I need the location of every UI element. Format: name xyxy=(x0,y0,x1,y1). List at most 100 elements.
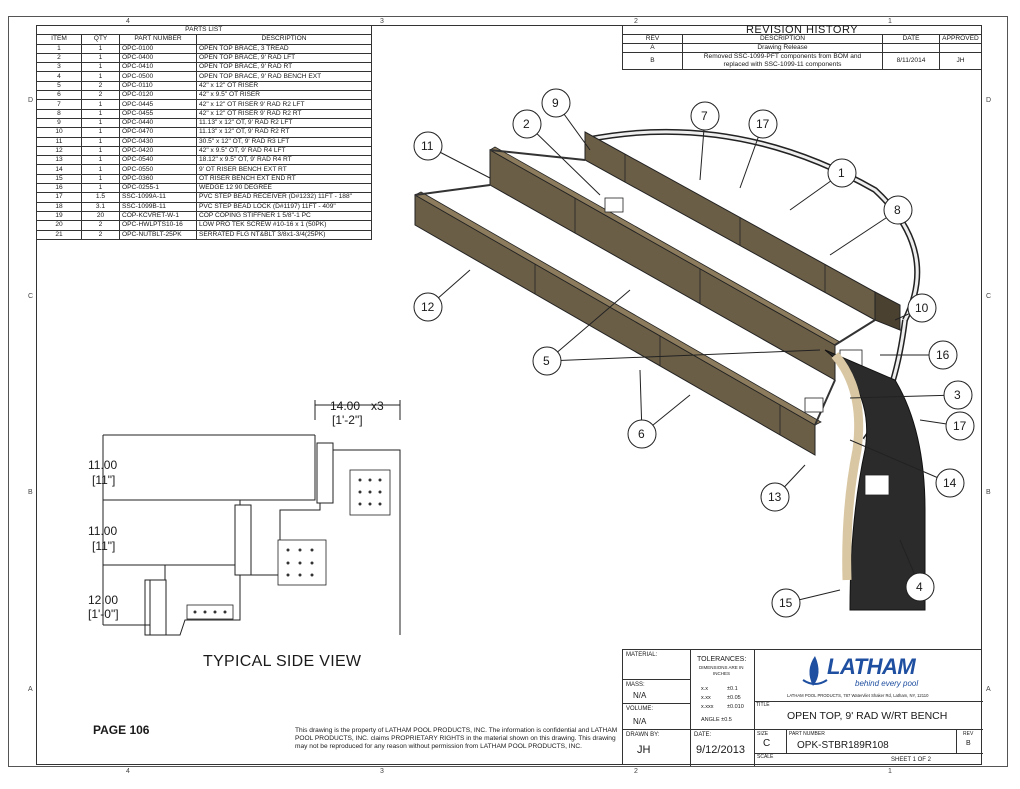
parts-qty: 1 xyxy=(81,155,120,166)
logo-wordmark: LATHAM xyxy=(827,654,916,679)
parts-item: 18 xyxy=(36,201,82,212)
parts-item: 6 xyxy=(36,90,82,101)
side-view-title: TYPICAL SIDE VIEW xyxy=(203,653,362,670)
zone-right-c: C xyxy=(986,293,992,300)
parts-part-number: OPC-0120 xyxy=(119,90,197,101)
rev-value: B xyxy=(966,740,971,747)
tol-1-val: ±0.1 xyxy=(727,686,738,692)
parts-item: 16 xyxy=(36,183,82,194)
zone-bottom-4: 4 xyxy=(126,768,130,775)
brace xyxy=(414,184,491,196)
parts-header-description: DESCRIPTION xyxy=(196,34,372,45)
revision-approved xyxy=(939,43,982,53)
parts-qty: 2 xyxy=(81,90,120,101)
parts-item: 10 xyxy=(36,127,82,138)
brace-bracket xyxy=(604,197,624,213)
tolerances-title: TOLERANCES: xyxy=(697,656,747,663)
parts-item: 17 xyxy=(36,192,82,203)
balloon-label: 2 xyxy=(523,117,530,131)
zone-top-3: 3 xyxy=(380,18,384,25)
parts-description: LOW PRO TEK SCREW #10-16 x 1 (50PK) xyxy=(196,220,372,231)
sheet-value: SHEET 1 OF 2 xyxy=(891,757,931,763)
parts-description: 11.13" x 12" OT, 9' RAD R2 LFT xyxy=(196,117,372,129)
balloon-label: 6 xyxy=(638,427,645,441)
parts-item: 11 xyxy=(36,136,82,147)
parts-part-number: OPC-0255-1 xyxy=(119,183,197,194)
zone-left-a: A xyxy=(28,686,33,693)
parts-list-title: PARTS LIST xyxy=(36,24,372,36)
parts-part-number: OPC-0360 xyxy=(119,173,197,185)
brace-profile-top xyxy=(316,442,334,504)
balloon-label: 4 xyxy=(916,580,923,594)
parts-description: PVC STEP BEAD LOCK (D#1197) 11FT - 409" xyxy=(196,201,372,212)
tol-2-val: ±0.05 xyxy=(727,695,741,701)
parts-item: 8 xyxy=(36,108,82,119)
zone-bottom-3: 3 xyxy=(380,768,384,775)
parts-description: 11.13" x 12" OT, 9' RAD R2 RT xyxy=(196,127,372,138)
parts-header-qty: QTY xyxy=(81,34,120,45)
drawn-by-cell: DRAWN BY: JH xyxy=(623,730,691,766)
revision-rev: B xyxy=(622,52,683,70)
scale-label: SCALE xyxy=(757,754,774,760)
parts-qty: 1 xyxy=(81,136,120,147)
dim-top-value: 14.00 xyxy=(330,399,361,413)
balloon-label: 11 xyxy=(421,139,434,153)
volume-label: VOLUME: xyxy=(626,706,654,712)
zone-left-d: D xyxy=(28,97,34,104)
parts-description: WEDGE 12 90 DEGREE xyxy=(196,183,372,194)
revision-rev: A xyxy=(622,43,683,53)
size-label: SIZE xyxy=(757,731,769,737)
parts-part-number: OPC-0445 xyxy=(119,99,197,110)
parts-description: SERRATED FLG NT&BLT 3/8x1-3/4(25PK) xyxy=(196,229,372,240)
parts-qty: 1 xyxy=(81,183,120,194)
parts-qty: 1 xyxy=(81,43,120,54)
title-label: TITLE xyxy=(756,702,770,708)
parts-header-part-number: PART NUMBER xyxy=(119,34,197,45)
parts-item: 13 xyxy=(36,155,82,166)
size-value: C xyxy=(763,738,771,749)
parts-item: 14 xyxy=(36,164,82,175)
dim-2-value: 11.00 xyxy=(88,524,118,538)
date-cell: DATE: 9/12/2013 xyxy=(691,730,755,766)
drawing-title: OPEN TOP, 9' RAD W/RT BENCH xyxy=(787,710,948,722)
logo-cell: LATHAM behind every pool LATHAM POOL PRO… xyxy=(755,650,983,702)
volume-cell: VOLUME: N/A xyxy=(623,704,691,730)
parts-item: 5 xyxy=(36,80,82,92)
riser-profile xyxy=(144,435,401,636)
balloon-label: 13 xyxy=(768,490,782,504)
revision-description: Drawing Release xyxy=(682,43,883,53)
rev-cell: REV B xyxy=(957,730,983,754)
balloon-label: 5 xyxy=(543,354,550,368)
dim-top-multiplier: x3 xyxy=(371,399,384,413)
scale-sheet-cell: SCALE SHEET 1 OF 2 xyxy=(755,754,983,766)
riser-top-end xyxy=(874,291,901,331)
parts-qty: 2 xyxy=(81,80,120,92)
parts-qty: 1 xyxy=(81,173,120,185)
parts-item: 3 xyxy=(36,62,82,73)
parts-description: OPEN TOP BRACE, 9' RAD LFT xyxy=(196,52,372,64)
parts-description: OPEN TOP BRACE, 3 TREAD xyxy=(196,43,372,54)
parts-qty: 1 xyxy=(81,145,120,157)
parts-qty: 1.5 xyxy=(81,192,120,203)
parts-part-number: OPC-0455 xyxy=(119,108,197,119)
dim-3-feet: [1'-0"] xyxy=(88,607,119,621)
zone-left-c: C xyxy=(28,293,34,300)
parts-description: 18.12" x 9.5" OT, 9' RAD R4 RT xyxy=(196,155,372,166)
zone-bottom-2: 2 xyxy=(634,768,638,775)
logo-tagline: behind every pool xyxy=(855,679,919,688)
parts-description: 42" x 12" OT RISER 9' RAD R2 LFT xyxy=(196,99,372,110)
outer-border xyxy=(8,16,1008,767)
